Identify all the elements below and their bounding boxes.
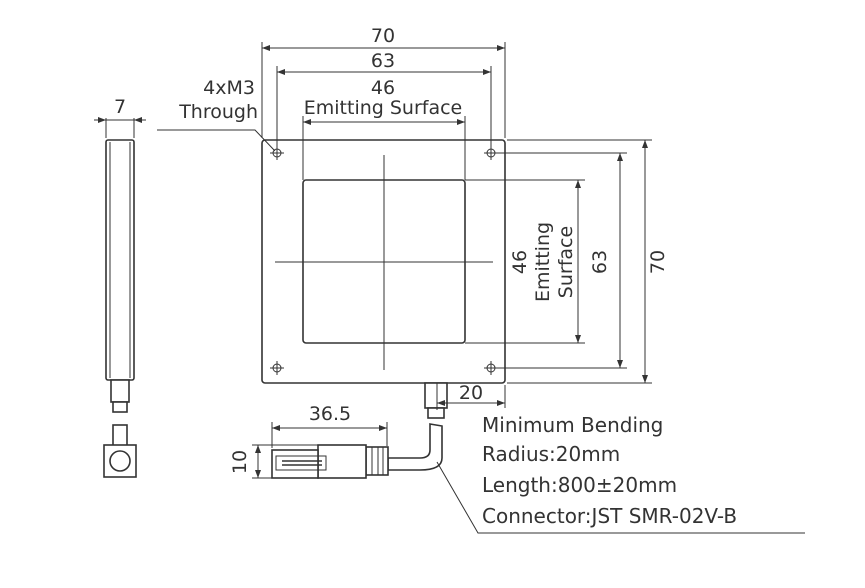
note-length: Length:800±20mm bbox=[482, 473, 677, 497]
emit-v-label-2: Surface bbox=[555, 226, 577, 298]
mounting-hole-icon bbox=[270, 146, 498, 375]
hole-pitch-v-dim: 63 bbox=[589, 250, 611, 274]
emit-v-dim: 46 bbox=[509, 250, 531, 274]
hole-note-line2: Through bbox=[178, 101, 258, 123]
front-view: 70 63 46 Emitting Surface 4xM3 Through 7… bbox=[157, 25, 669, 384]
connector-length-dim: 36.5 bbox=[309, 403, 351, 425]
height-dim: 70 bbox=[647, 250, 669, 274]
hole-pitch-h-dim: 63 bbox=[371, 50, 395, 72]
note-connector: Connector:JST SMR-02V-B bbox=[482, 504, 737, 528]
thickness-dim: 7 bbox=[114, 96, 126, 118]
note-bending-1: Minimum Bending bbox=[482, 413, 663, 437]
emit-v-label-1: Emitting bbox=[532, 222, 554, 302]
note-bending-2: Radius:20mm bbox=[482, 442, 620, 466]
width-dim: 70 bbox=[371, 25, 395, 47]
emit-h-label: Emitting Surface bbox=[304, 97, 463, 119]
cable-offset-dim: 20 bbox=[459, 382, 483, 404]
hole-note-line1: 4xM3 bbox=[203, 77, 255, 99]
connector-height-dim: 10 bbox=[229, 450, 251, 474]
side-view: 7 bbox=[94, 96, 146, 478]
cable-assembly: 20 36.5 10 bbox=[229, 382, 805, 534]
emit-h-dim: 46 bbox=[371, 77, 395, 99]
